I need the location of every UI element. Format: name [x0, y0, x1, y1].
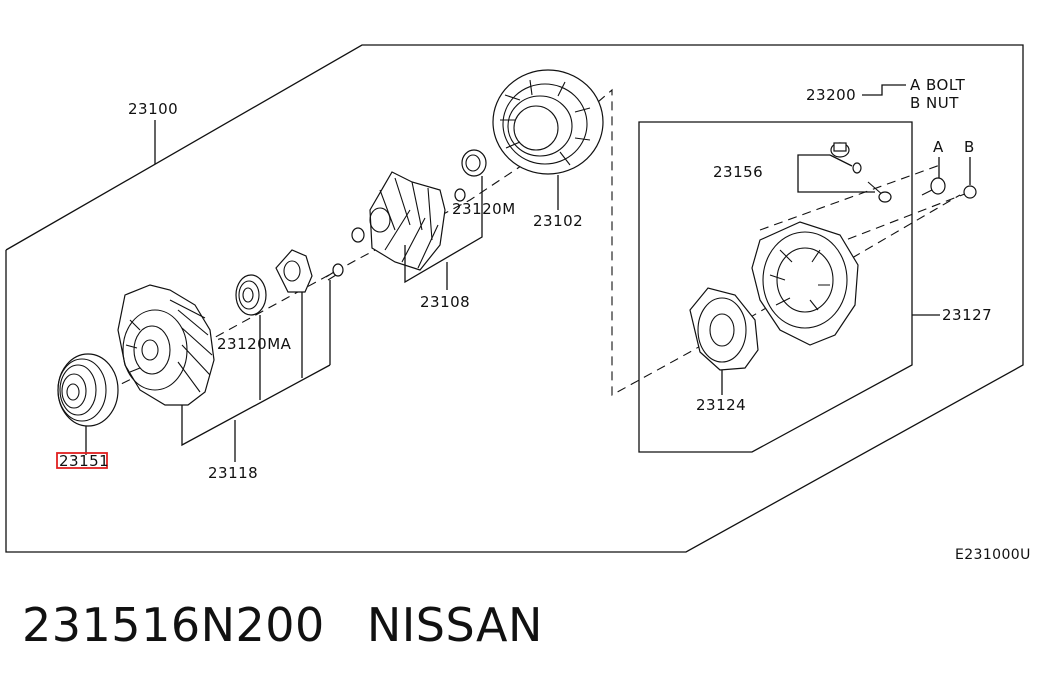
- brush-cover-part: [689, 287, 759, 371]
- label-kit-a: A BOLT: [910, 76, 966, 94]
- pulley-highlight: [56, 452, 108, 469]
- label-kit-b: B NUT: [910, 94, 959, 112]
- rear-section-frame: [638, 121, 913, 453]
- screw-part: [325, 263, 344, 281]
- bolt-a-part: [921, 177, 946, 196]
- label-23124: 23124: [696, 396, 746, 414]
- nut-kit-bracket: [862, 84, 906, 96]
- label-23102: 23102: [533, 212, 583, 230]
- rotor-part: [351, 171, 466, 271]
- part-number: 231516N200: [22, 598, 325, 652]
- front-cover-bracket: [181, 364, 331, 447]
- rotor-bracket: [404, 205, 483, 284]
- assembly-frame: [5, 44, 1024, 553]
- label-23120M: 23120M: [452, 200, 516, 218]
- part-caption: 231516N200 NISSAN: [22, 598, 543, 662]
- stator-part: [492, 69, 604, 175]
- label-23118: 23118: [208, 464, 258, 482]
- front-cover-part: [117, 284, 215, 406]
- exploded-parts-diagram: 23100 23151 23120MA: [5, 44, 1031, 563]
- terminal-bracket: [797, 154, 875, 193]
- label-23108: 23108: [420, 293, 470, 311]
- pulley-part: [57, 353, 119, 427]
- brand-name: NISSAN: [366, 598, 543, 652]
- rear-bearing-part: [461, 149, 487, 177]
- rear-cover-part: [751, 221, 859, 346]
- label-23151: 23151: [59, 452, 109, 470]
- label-callout-a: A: [933, 138, 944, 156]
- diagram-code: E231000U: [955, 547, 1031, 563]
- terminal-leader-2: [829, 154, 853, 167]
- label-23120MA: 23120MA: [217, 335, 292, 353]
- label-23127: 23127: [942, 306, 992, 324]
- label-callout-b: B: [964, 138, 975, 156]
- assembly-axis: [94, 88, 961, 398]
- nut-b-part: [963, 185, 977, 199]
- label-23156: 23156: [713, 163, 763, 181]
- rear-axis: [759, 164, 941, 231]
- rear-axis-2: [819, 189, 976, 251]
- terminal-part: [830, 142, 892, 203]
- front-bearing-part: [235, 274, 267, 316]
- label-23100: 23100: [128, 100, 178, 118]
- label-23200: 23200: [806, 86, 856, 104]
- retainer-plate-part: [275, 249, 313, 293]
